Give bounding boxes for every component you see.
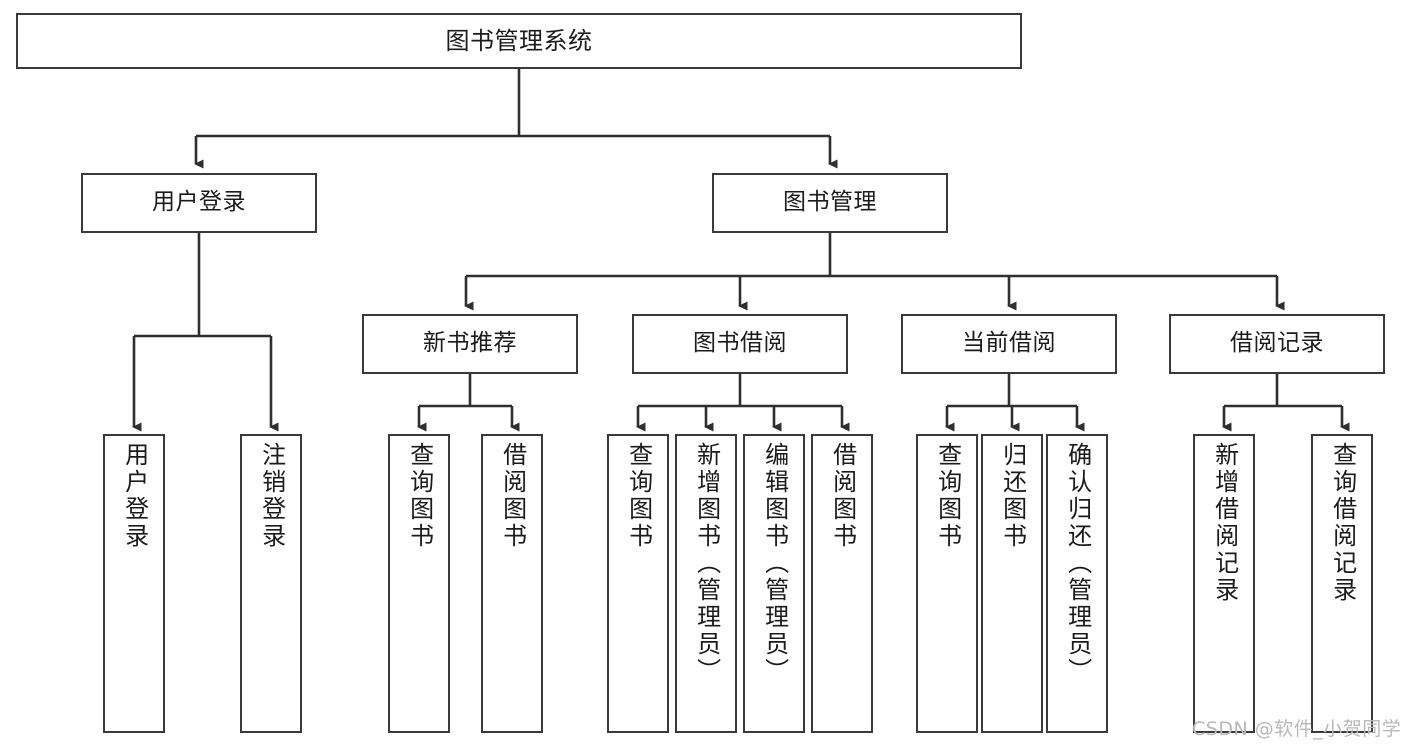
- leaf-query-books-borrow[interactable]: 查询图书: [607, 434, 669, 733]
- node-label: 借阅图书: [498, 442, 527, 550]
- leaf-query-borrow-record[interactable]: 查询借阅记录: [1311, 434, 1373, 733]
- node-borrow-records[interactable]: 借阅记录: [1169, 314, 1385, 374]
- node-label: 查询图书: [405, 442, 434, 550]
- node-label: 归还图书: [998, 442, 1027, 550]
- node-label: 借阅图书: [828, 442, 857, 550]
- node-label: 查询图书: [624, 442, 653, 550]
- leaf-query-books-current[interactable]: 查询图书: [916, 434, 978, 733]
- node-label: 图书管理系统: [445, 26, 593, 55]
- csdn-watermark: CSDN @软件_小贺同学: [1192, 718, 1402, 740]
- leaf-add-borrow-record[interactable]: 新增借阅记录: [1193, 434, 1255, 733]
- node-label: 新书推荐: [423, 330, 517, 357]
- node-book-management[interactable]: 图书管理: [712, 173, 948, 233]
- node-current-borrow[interactable]: 当前借阅: [901, 314, 1117, 374]
- node-label: 编辑图书（管理员）: [760, 442, 789, 685]
- node-user-login[interactable]: 用户登录: [81, 173, 317, 233]
- leaf-return-books[interactable]: 归还图书: [981, 434, 1043, 733]
- node-book-borrow[interactable]: 图书借阅: [632, 314, 848, 374]
- node-new-book-recommend[interactable]: 新书推荐: [362, 314, 578, 374]
- leaf-confirm-return-admin[interactable]: 确认归还（管理员）: [1046, 434, 1108, 733]
- node-label: 查询借阅记录: [1328, 442, 1357, 604]
- leaf-edit-book-admin[interactable]: 编辑图书（管理员）: [743, 434, 805, 733]
- node-root-library-system[interactable]: 图书管理系统: [16, 13, 1022, 69]
- node-label: 图书管理: [783, 189, 877, 216]
- node-label: 图书借阅: [693, 330, 787, 357]
- leaf-user-logout[interactable]: 注销登录: [240, 434, 302, 733]
- node-label: 当前借阅: [962, 330, 1056, 357]
- node-label: 用户登录: [152, 189, 246, 216]
- leaf-add-book-admin[interactable]: 新增图书（管理员）: [675, 434, 737, 733]
- node-label: 新增图书（管理员）: [692, 442, 721, 685]
- leaf-query-books-recommend[interactable]: 查询图书: [388, 434, 450, 733]
- node-label: 新增借阅记录: [1210, 442, 1239, 604]
- node-label: 借阅记录: [1230, 330, 1324, 357]
- node-label: 确认归还（管理员）: [1063, 442, 1092, 685]
- node-label: 查询图书: [933, 442, 962, 550]
- node-label: 用户登录: [120, 442, 149, 550]
- leaf-borrow-books-recommend[interactable]: 借阅图书: [481, 434, 543, 733]
- node-label: 注销登录: [257, 442, 286, 550]
- leaf-borrow-books[interactable]: 借阅图书: [811, 434, 873, 733]
- leaf-user-login[interactable]: 用户登录: [103, 434, 165, 733]
